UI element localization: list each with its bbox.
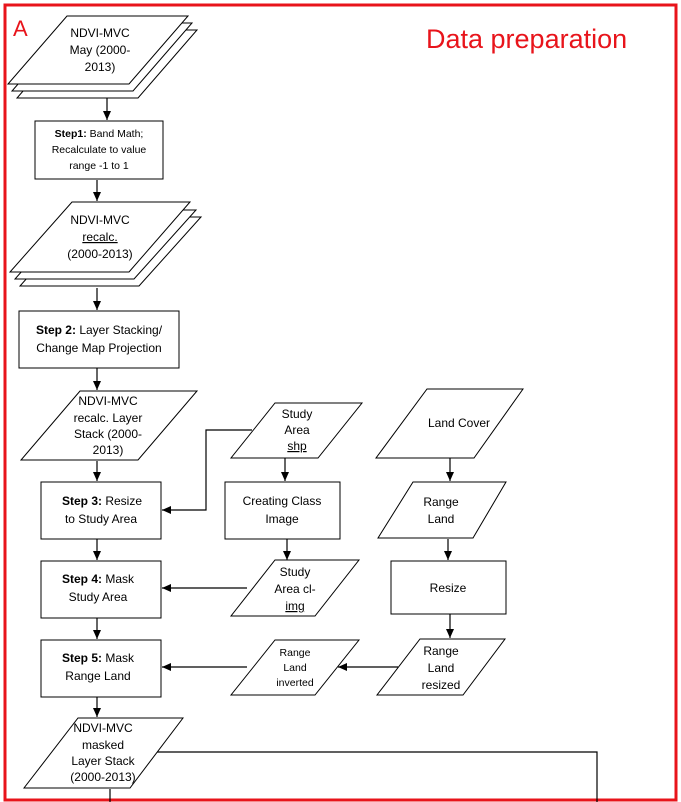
study-climg-line3: img (285, 599, 304, 613)
panel-letter: A (13, 16, 28, 41)
node-range-land: Range Land (377, 481, 507, 539)
ndvi-masked-line2: masked (82, 738, 124, 752)
node-step4: Step 4: Mask Study Area (40, 560, 162, 619)
step2-line1: Step 2: Layer Stacking/ (36, 323, 163, 337)
resize-label: Resize (430, 581, 467, 595)
step5-line2: Range Land (65, 669, 130, 683)
node-step5: Step 5: Mask Range Land (40, 639, 162, 698)
range-inverted-line2: Land (283, 662, 307, 674)
ndvi-may-line2: May (2000- (70, 43, 131, 57)
step1-line3: range -1 to 1 (69, 160, 129, 172)
range-inverted-line1: Range (280, 647, 311, 659)
ndvi-recalc-line2: recalc. (82, 230, 117, 244)
range-inverted-line3: inverted (276, 677, 314, 689)
ndvi-recalc-line1: NDVI-MVC (70, 213, 130, 227)
study-shp-line3: shp (287, 439, 307, 453)
study-climg-line2: Area cl- (274, 582, 315, 596)
node-range-inverted: Range Land inverted (229, 639, 361, 696)
ndvi-recalc-line3: (2000-2013) (67, 247, 132, 261)
ndvi-may-line1: NDVI-MVC (70, 26, 130, 40)
ndvi-stack-line2: recalc. Layer (74, 411, 143, 425)
node-study-shp: Study Area shp (229, 402, 364, 459)
range-land-line2: Land (428, 512, 455, 526)
study-shp-line1: Study (282, 407, 313, 421)
study-shp-line2: Area (284, 423, 310, 437)
node-study-climg: Study Area cl- img (229, 559, 361, 617)
node-ndvi-recalc: NDVI-MVC recalc. (2000-2013) (8, 201, 203, 287)
panel-title: Data preparation (426, 24, 627, 54)
ndvi-masked-line3: Layer Stack (71, 754, 135, 768)
land-cover-label: Land Cover (428, 416, 490, 430)
node-land-cover: Land Cover (375, 388, 524, 459)
node-resize: Resize (390, 560, 507, 615)
class-image-line1: Creating Class (243, 494, 322, 508)
node-step2: Step 2: Layer Stacking/ Change Map Proje… (18, 310, 180, 369)
node-range-resized: Range Land resized (375, 638, 506, 696)
study-climg-line1: Study (280, 565, 311, 579)
ndvi-stack-line3: Stack (2000- (74, 427, 142, 441)
node-ndvi-stack: NDVI-MVC recalc. Layer Stack (2000- 2013… (19, 390, 199, 461)
node-step3: Step 3: Resize to Study Area (40, 481, 162, 540)
range-resized-line3: resized (422, 678, 461, 692)
step5-line1: Step 5: Mask (62, 651, 135, 665)
panel-frame (3, 3, 678, 802)
step4-line1: Step 4: Mask (62, 572, 135, 586)
line-masked-right (150, 751, 598, 802)
node-ndvi-may: NDVI-MVC May (2000- 2013) (6, 15, 199, 99)
node-step1: Step1: Band Math; Recalculate to value r… (34, 120, 164, 180)
ndvi-may-line3: 2013) (85, 60, 116, 74)
ndvi-masked-line4: (2000-2013) (70, 770, 135, 784)
ndvi-stack-line4: 2013) (93, 443, 124, 457)
step4-line2: Study Area (69, 590, 128, 604)
ndvi-masked-line1: NDVI-MVC (73, 721, 133, 735)
range-land-line1: Range (423, 495, 459, 509)
step1-line1: Step1: Band Math; (55, 128, 144, 140)
step3-line2: to Study Area (65, 512, 137, 526)
step1-line2: Recalculate to value (52, 144, 147, 156)
node-ndvi-masked: NDVI-MVC masked Layer Stack (2000-2013) (22, 717, 185, 789)
ndvi-stack-line1: NDVI-MVC (78, 394, 138, 408)
node-class-image: Creating Class Image (224, 481, 341, 540)
range-resized-line2: Land (428, 661, 455, 675)
class-image-line2: Image (265, 512, 299, 526)
range-resized-line1: Range (423, 644, 459, 658)
arrow-shp-to-step3 (162, 429, 252, 514)
step2-line2: Change Map Projection (36, 341, 161, 355)
step3-line1: Step 3: Resize (62, 494, 142, 508)
